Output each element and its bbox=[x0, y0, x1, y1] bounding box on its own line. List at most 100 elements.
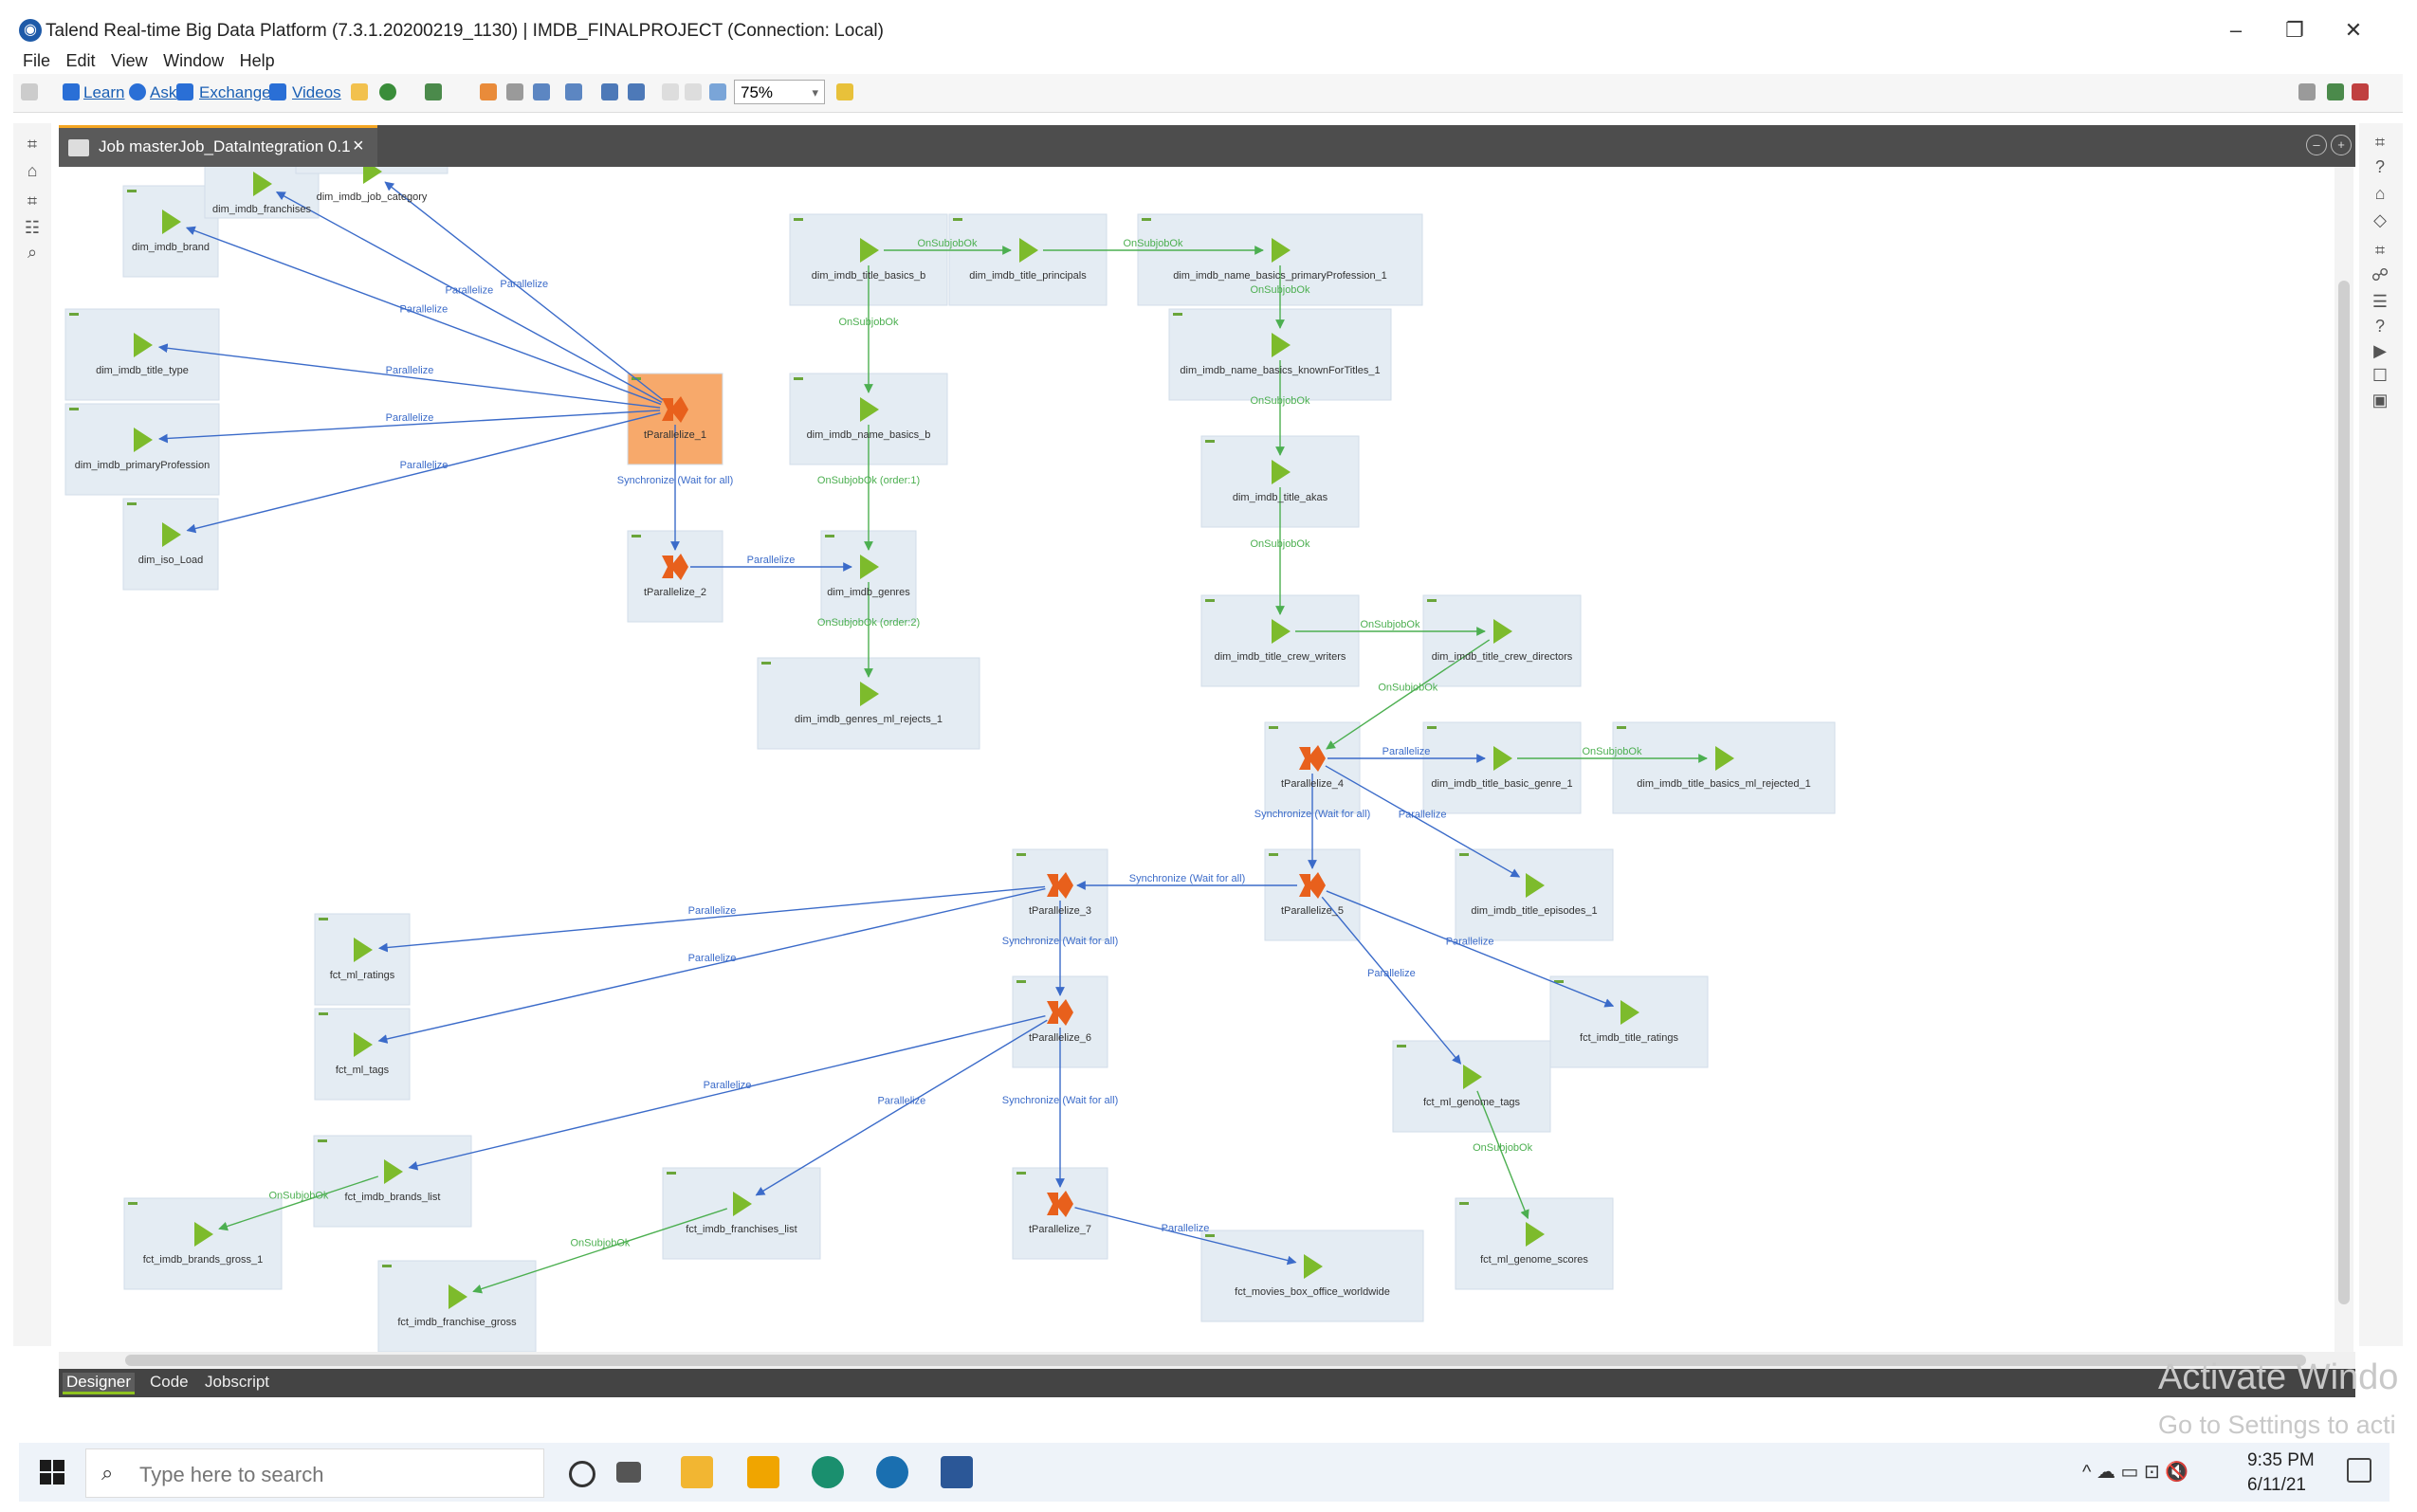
component-franchises[interactable]: dim_imdb_franchises bbox=[212, 172, 311, 215]
component-genresrej[interactable]: dim_imdb_genres_ml_rejects_1 bbox=[795, 682, 943, 725]
component-par4[interactable]: tParallelize_4 bbox=[1281, 745, 1344, 790]
layout-icon[interactable] bbox=[601, 83, 618, 100]
tag-icon[interactable]: ◇ bbox=[2373, 210, 2387, 229]
component-franchiseslist[interactable]: fct_imdb_franchises_list bbox=[686, 1192, 797, 1235]
vertical-scrollbar[interactable] bbox=[2335, 167, 2353, 1352]
subjob-collapse-icon[interactable] bbox=[1016, 980, 1026, 983]
clock-date[interactable]: 6/11/21 bbox=[2247, 1475, 2306, 1495]
connection-label[interactable]: Synchronize (Wait for all) bbox=[1002, 1095, 1118, 1106]
component-primprof[interactable]: dim_imdb_primaryProfession bbox=[75, 428, 210, 471]
run-job-icon[interactable] bbox=[1526, 873, 1545, 898]
subjob-box-boxoffice[interactable] bbox=[1200, 1230, 1424, 1322]
run-job-icon[interactable] bbox=[1493, 619, 1512, 644]
close-tab-button[interactable]: × bbox=[353, 136, 364, 156]
menu-file[interactable]: File bbox=[23, 51, 51, 70]
subjob-collapse-icon[interactable] bbox=[1173, 313, 1182, 316]
subjob-collapse-icon[interactable] bbox=[127, 190, 137, 192]
run-job-icon[interactable] bbox=[1715, 746, 1734, 771]
connection-par3-mltags[interactable] bbox=[377, 887, 1046, 1044]
connection-crewdirectors-par4[interactable] bbox=[1326, 639, 1491, 750]
run-job-icon[interactable] bbox=[860, 238, 879, 263]
windows-start-icon[interactable] bbox=[40, 1460, 64, 1485]
component-genometags[interactable]: fct_ml_genome_tags bbox=[1423, 1065, 1521, 1108]
save-icon[interactable] bbox=[21, 83, 38, 100]
run-job-icon[interactable] bbox=[860, 682, 879, 706]
run-icon[interactable]: ▶ bbox=[2373, 341, 2387, 360]
component-namebasicsknown[interactable]: dim_imdb_name_basics_knownForTitles_1 bbox=[1180, 333, 1381, 376]
run-job-icon[interactable] bbox=[194, 1222, 213, 1247]
connection-label[interactable]: Parallelize bbox=[386, 365, 434, 376]
subjob-box-par2[interactable] bbox=[627, 530, 723, 623]
component-mlratings[interactable]: fct_ml_ratings bbox=[330, 938, 395, 981]
connection-label[interactable]: Parallelize bbox=[386, 412, 434, 424]
battery-icon[interactable]: ▭ bbox=[2120, 1462, 2139, 1483]
properties-icon[interactable]: ☰ bbox=[2371, 292, 2389, 311]
subjob-box-episodes[interactable] bbox=[1455, 848, 1614, 941]
subjob-collapse-icon[interactable] bbox=[1269, 726, 1278, 729]
connection-par5-titleratings[interactable] bbox=[1326, 890, 1615, 1008]
connection-par4-episodes[interactable] bbox=[1325, 765, 1521, 878]
connection-par5-genometags[interactable] bbox=[1321, 896, 1462, 1065]
sticky-app-icon[interactable] bbox=[747, 1456, 779, 1488]
subjob-box-primprof[interactable] bbox=[64, 403, 220, 496]
subjob-collapse-icon[interactable] bbox=[319, 1012, 328, 1015]
run-job-icon[interactable] bbox=[162, 522, 181, 547]
connection-label[interactable]: OnSubjobOk bbox=[1378, 682, 1437, 693]
component-par7[interactable]: tParallelize_7 bbox=[1029, 1191, 1091, 1235]
search-panel-icon[interactable]: ⌕ bbox=[27, 243, 38, 262]
run-job-icon[interactable] bbox=[253, 172, 272, 196]
console-icon[interactable]: ▣ bbox=[2371, 391, 2389, 410]
cloud-icon[interactable]: ☁ bbox=[2096, 1462, 2115, 1483]
menu-help[interactable]: Help bbox=[239, 51, 275, 70]
subjob-collapse-icon[interactable] bbox=[382, 1265, 392, 1267]
home-icon[interactable]: ⌂ bbox=[2374, 184, 2386, 203]
run-icon[interactable] bbox=[379, 83, 396, 100]
run-job-icon[interactable] bbox=[1493, 746, 1512, 771]
subjob-collapse-icon[interactable] bbox=[127, 502, 137, 505]
menu-window[interactable]: Window bbox=[163, 51, 225, 70]
connection-label[interactable]: OnSubjobOk bbox=[1583, 746, 1642, 757]
subjob-collapse-icon[interactable] bbox=[1459, 853, 1469, 856]
run-job-icon[interactable] bbox=[1272, 238, 1291, 263]
run-job-icon[interactable] bbox=[860, 397, 879, 422]
subjob-box-genomescores[interactable] bbox=[1455, 1197, 1614, 1290]
subjob-box-brandsgross[interactable] bbox=[123, 1197, 283, 1290]
run-job-icon[interactable] bbox=[1272, 619, 1291, 644]
component-basicsrej[interactable]: dim_imdb_title_basics_ml_rejected_1 bbox=[1637, 746, 1811, 790]
connection-label[interactable]: Parallelize bbox=[877, 1095, 925, 1106]
subjob-collapse-icon[interactable] bbox=[1205, 440, 1215, 443]
minimize-button[interactable]: – bbox=[2229, 18, 2243, 42]
parallelize-icon[interactable] bbox=[1299, 745, 1326, 772]
subjob-collapse-icon[interactable] bbox=[825, 535, 834, 537]
edge-browser-icon[interactable] bbox=[812, 1456, 844, 1488]
word-icon[interactable] bbox=[941, 1456, 973, 1488]
connection-label[interactable]: Parallelize bbox=[500, 279, 548, 290]
task-view-icon[interactable] bbox=[616, 1462, 641, 1483]
connection-par6-franchiseslist[interactable] bbox=[755, 1019, 1048, 1196]
subjob-box-brandslist[interactable] bbox=[313, 1135, 472, 1228]
subjob-collapse-icon[interactable] bbox=[128, 1202, 137, 1205]
subjob-box-franchiseslist[interactable] bbox=[662, 1167, 821, 1260]
component-brandsgross[interactable]: fct_imdb_brands_gross_1 bbox=[143, 1222, 264, 1266]
clock-time[interactable]: 9:35 PM bbox=[2247, 1450, 2315, 1470]
subjob-box-titleprinc[interactable] bbox=[948, 213, 1108, 306]
outline-icon[interactable]: ⌗ bbox=[2374, 241, 2386, 260]
ask-link[interactable]: Ask bbox=[150, 83, 177, 101]
subjob-box-basicgenre[interactable] bbox=[1422, 721, 1582, 814]
subjob-collapse-icon[interactable] bbox=[1205, 1234, 1215, 1237]
connection-par3-mlratings[interactable] bbox=[377, 885, 1046, 953]
connection-label[interactable]: Parallelize bbox=[1367, 968, 1416, 979]
speaker-muted-icon[interactable]: 🔇 bbox=[2165, 1462, 2189, 1483]
connection-par1-titletype[interactable] bbox=[157, 343, 661, 409]
connection-label[interactable]: Parallelize bbox=[446, 284, 494, 296]
run-job-icon[interactable] bbox=[860, 555, 879, 579]
export-icon[interactable] bbox=[533, 83, 550, 100]
job-icon[interactable] bbox=[425, 83, 442, 100]
taskbar-search[interactable]: ⌕ bbox=[85, 1448, 544, 1498]
run-job-icon[interactable] bbox=[162, 209, 181, 234]
connection-label[interactable]: Synchronize (Wait for all) bbox=[1002, 936, 1118, 947]
connection-par6-brandslist[interactable] bbox=[408, 1015, 1046, 1171]
subjob-collapse-icon[interactable] bbox=[1459, 1202, 1469, 1205]
subjob-collapse-icon[interactable] bbox=[1016, 1172, 1026, 1175]
subjob-collapse-icon[interactable] bbox=[69, 408, 79, 410]
